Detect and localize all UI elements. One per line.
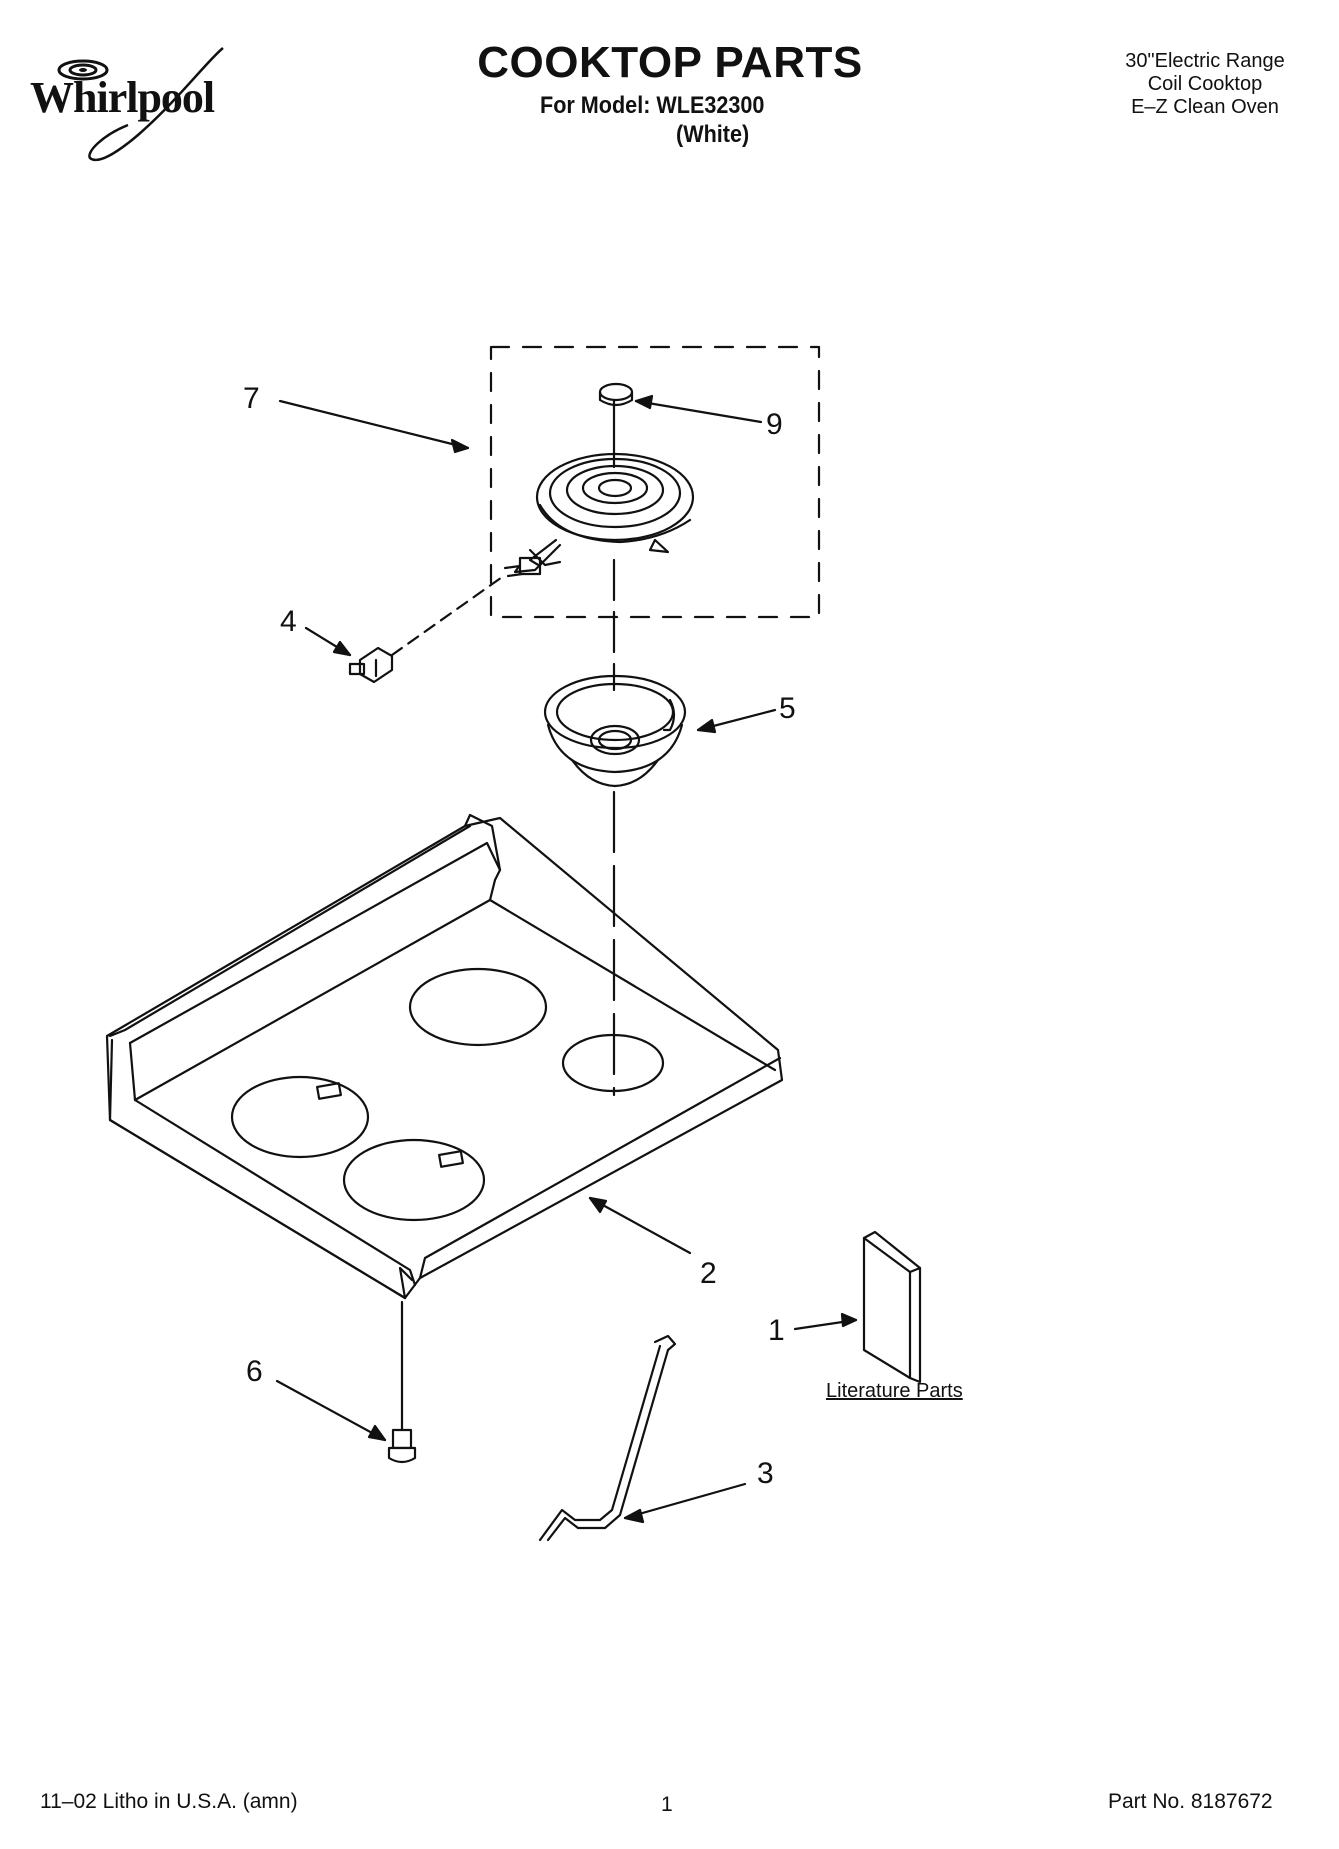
callout-4: 4: [280, 605, 297, 638]
callout-5: 5: [779, 692, 796, 725]
callout-9: 9: [766, 408, 783, 441]
callout-2: 2: [700, 1257, 717, 1290]
leader-2: [588, 1196, 692, 1255]
part-6-screw: [387, 1300, 417, 1464]
wire-dash-line: [390, 573, 507, 657]
page-title: COOKTOP PARTS: [477, 38, 863, 87]
leader-9: [634, 394, 763, 424]
literature-parts-label: Literature Parts: [826, 1380, 963, 1402]
part-3-rod: [538, 1334, 677, 1542]
description-line-2: Coil Cooktop: [1147, 73, 1263, 95]
model-line: For Model: WLE32300: [540, 92, 765, 119]
product-description: 30"Electric Range Coil Cooktop E–Z Clean…: [1080, 50, 1330, 119]
callout-1: 1: [768, 1314, 785, 1347]
part-7-coil-element: [503, 452, 695, 578]
description-line-1: 30"Electric Range: [1125, 50, 1285, 72]
part-1-literature: [862, 1230, 922, 1384]
part-2-cooktop: [105, 813, 784, 1300]
leader-5: [696, 708, 777, 734]
leader-3: [623, 1482, 747, 1524]
leader-1: [793, 1312, 858, 1331]
color-line: (White): [676, 121, 750, 148]
part-9-cap: [598, 382, 634, 407]
description-line-3: E–Z Clean Oven: [1131, 96, 1279, 118]
part-4-terminal-block: [348, 646, 394, 684]
callout-6: 6: [246, 1355, 263, 1388]
part-5-drip-bowl: [543, 674, 687, 788]
page-number: 1: [661, 1793, 673, 1816]
whirlpool-logo: [57, 47, 224, 161]
footer-litho: 11–02 Litho in U.S.A. (amn): [40, 1790, 298, 1813]
leader-4: [304, 626, 352, 657]
leader-6: [275, 1379, 387, 1442]
brand-wordmark: Whirlpool: [30, 73, 215, 122]
callout-3: 3: [757, 1457, 774, 1490]
callout-7: 7: [243, 382, 260, 415]
element-assembly-box: [489, 345, 821, 619]
part-number: Part No. 8187672: [1108, 1790, 1273, 1813]
leader-7: [278, 399, 470, 454]
